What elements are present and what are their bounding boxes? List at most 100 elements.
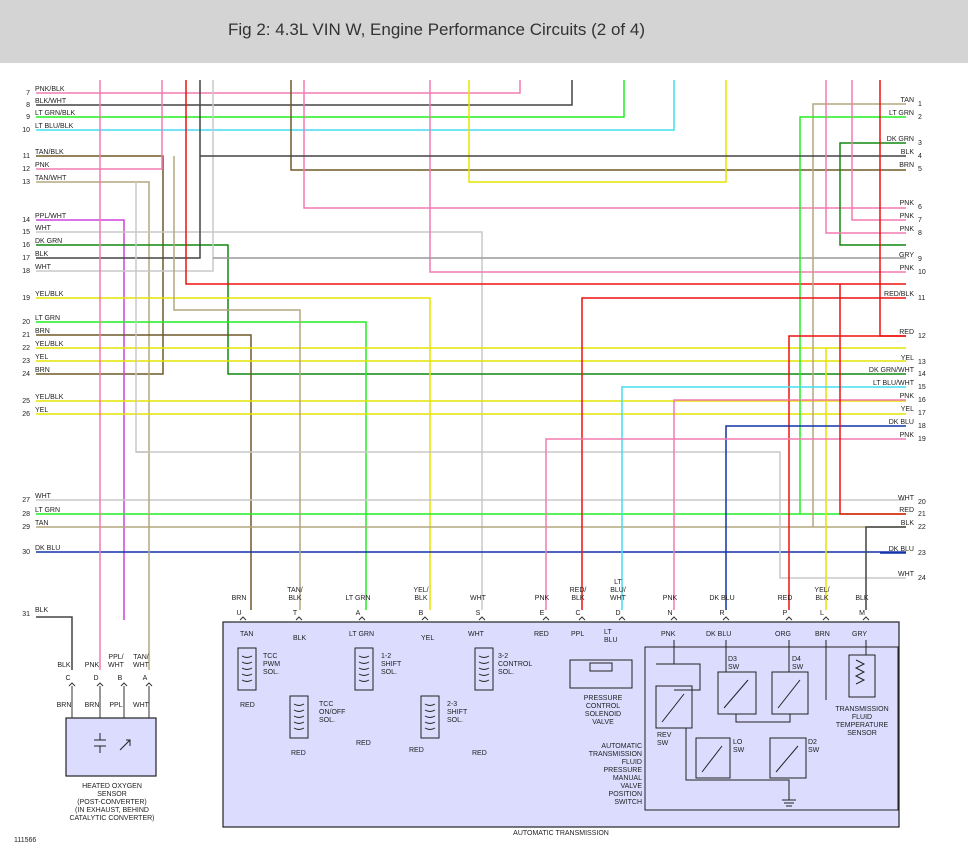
trans-inner-label: TAN <box>240 631 253 638</box>
trans-inner-label: YEL <box>421 635 434 642</box>
left-wire-label: YEL/BLK <box>35 394 64 401</box>
right-wire-number: 7 <box>918 217 922 224</box>
left-wire-label: PNK <box>35 162 50 169</box>
right-wire-number: 15 <box>918 384 926 391</box>
d4-sw-contact <box>777 679 801 709</box>
wire-brn <box>36 334 252 610</box>
right-wire-label: LT GRN <box>889 110 914 117</box>
right-wire-label: PNK <box>900 213 915 220</box>
ho2s-inner-color: BRN <box>57 702 72 709</box>
component-symbol-layer <box>68 616 876 807</box>
shift-23-sol-coil <box>424 727 436 730</box>
d3-sw-contact <box>723 679 749 709</box>
tcc-onoff-sol-coil <box>293 703 305 706</box>
right-wire-number: 8 <box>918 230 922 237</box>
left-wire-label: BLK/WHT <box>35 98 67 105</box>
right-wire-label: BLK <box>901 149 915 156</box>
d2-sw-box <box>769 737 807 779</box>
left-wire-number: 30 <box>22 549 30 556</box>
trans-pin-letter: R <box>719 610 724 617</box>
right-wire-label: BLK <box>901 520 915 527</box>
right-wire-label: DK GRN/WHT <box>869 367 915 374</box>
right-wire-label: WHT <box>898 495 915 502</box>
shift-23-sol-coil <box>424 715 436 718</box>
figure-title: Fig 2: 4.3L VIN W, Engine Performance Ci… <box>228 20 645 39</box>
pcs-valve-body <box>569 659 633 689</box>
trans-box-label: AUTOMATIC TRANSMISSION <box>513 830 609 837</box>
rev-sw-contact <box>661 693 685 723</box>
trans-pin-letter: U <box>236 610 241 617</box>
trans-inner-label: RED <box>291 750 306 757</box>
left-wire-number: 12 <box>22 166 30 173</box>
right-wire-number: 16 <box>918 397 926 404</box>
shift-23-sol-coil <box>424 709 436 712</box>
trans-pin-color: DK BLU <box>709 595 734 602</box>
lo-sw-box <box>695 737 731 779</box>
trans-inner-label: DK BLU <box>706 631 731 638</box>
left-wire-label: BLK <box>35 251 49 258</box>
left-wire-number: 27 <box>22 497 30 504</box>
d2-sw-contact <box>775 745 799 773</box>
switch-assembly-box <box>644 646 899 811</box>
connector-symbol <box>862 616 870 621</box>
connector-symbol <box>822 616 830 621</box>
control-32-sol-coil <box>478 661 490 664</box>
left-wire-label: WHT <box>35 264 52 271</box>
connector-symbol <box>478 616 486 621</box>
right-wire-label: PNK <box>900 265 915 272</box>
trans-inner-label: RED <box>240 702 255 709</box>
wire-dk-grn <box>36 244 906 375</box>
trans-inner-label: LT GRN <box>349 631 374 638</box>
wire-wht <box>36 80 214 272</box>
ho2s-pin-color: PPL/WHT <box>108 654 125 669</box>
wire-lt-grn <box>799 116 906 514</box>
wire-wht <box>135 182 906 579</box>
trans-pin-letter: T <box>293 610 298 617</box>
component-box-layer <box>65 621 900 828</box>
trans-pin-letter: P <box>783 610 788 617</box>
wire-ppl <box>36 219 125 620</box>
right-wire-number: 4 <box>918 153 922 160</box>
right-wire-number: 11 <box>918 295 925 302</box>
right-wire-label: BRN <box>899 162 914 169</box>
right-wire-label: PNK <box>900 200 915 207</box>
tcc-pwm-sol-coil <box>241 679 253 682</box>
trans-pin-color: RED <box>778 595 793 602</box>
left-wire-number: 9 <box>26 114 30 121</box>
wire-pnk <box>36 80 521 94</box>
right-wire-label: DK GRN <box>887 136 914 143</box>
right-wire-number: 9 <box>918 256 922 263</box>
connector-symbol <box>542 616 550 621</box>
right-wire-label: DK BLU <box>889 419 914 426</box>
left-wire-number: 23 <box>22 358 30 365</box>
right-wire-number: 23 <box>918 550 926 557</box>
tcc-onoff-sol-coil <box>293 709 305 712</box>
left-wire-number: 26 <box>22 411 30 418</box>
trans-inner-label: RED <box>472 750 487 757</box>
right-wire-label: YEL <box>901 406 914 413</box>
left-wire-label: YEL/BLK <box>35 341 64 348</box>
connector-symbol <box>722 616 730 621</box>
right-wire-number: 1 <box>918 101 922 108</box>
right-wire-number: 6 <box>918 204 922 211</box>
trans-pin-color: YEL/BLK <box>814 587 829 602</box>
right-wire-number: 3 <box>918 140 922 147</box>
right-wire-number: 17 <box>918 410 926 417</box>
left-wire-number: 7 <box>26 90 30 97</box>
wire-dk-grn <box>839 142 906 246</box>
right-wire-number: 5 <box>918 166 922 173</box>
right-wire-label: PNK <box>900 393 915 400</box>
wire-wht <box>36 231 483 610</box>
left-wire-number: 15 <box>22 229 30 236</box>
left-wire-number: 13 <box>22 179 30 186</box>
wire-red <box>788 335 906 610</box>
left-wire-label: PPL/WHT <box>35 213 67 220</box>
ho2s-inner-color: BRN <box>85 702 100 709</box>
